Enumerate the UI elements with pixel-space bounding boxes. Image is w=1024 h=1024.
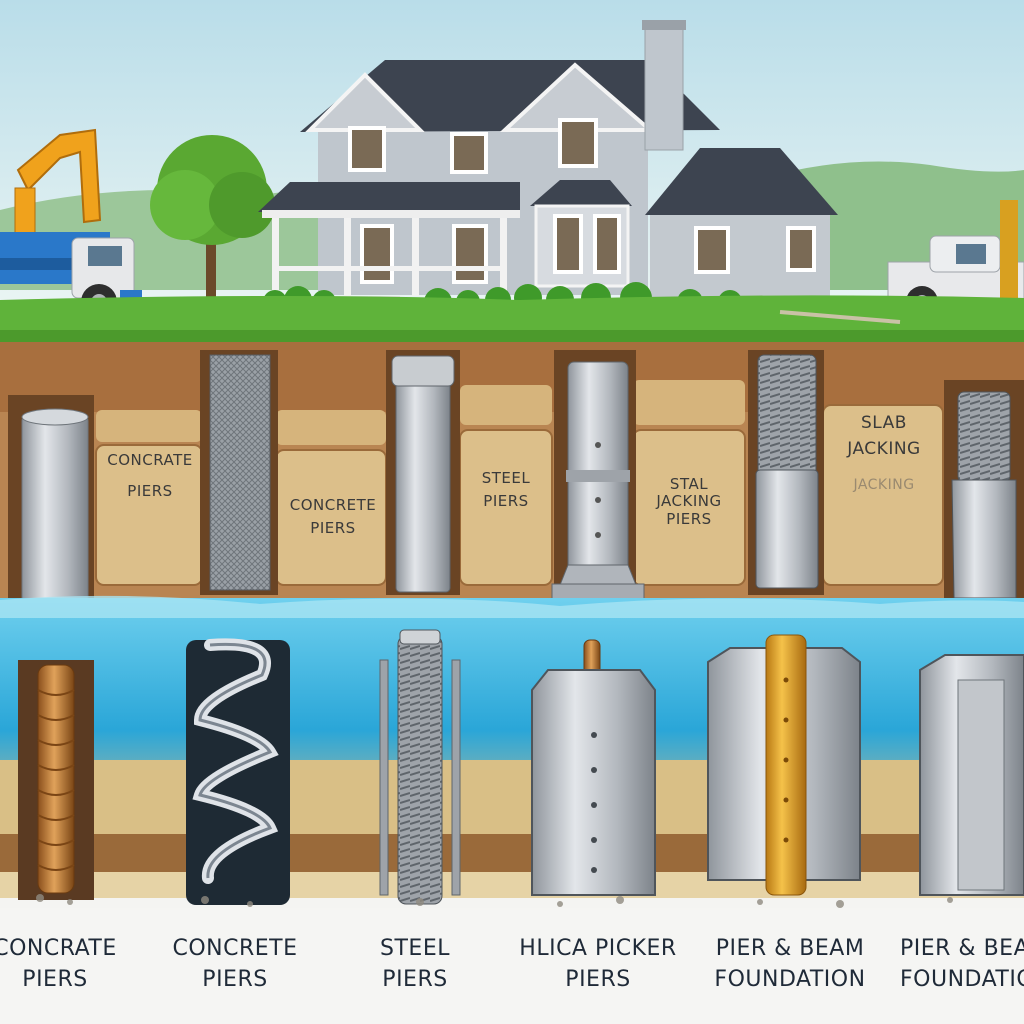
lower-pier-4	[531, 639, 656, 896]
soil-label-2: CONCRETE PIERS	[289, 496, 377, 538]
excavator-truck-icon	[0, 128, 142, 320]
soil-label-5: SLAB JACKING JACKING	[847, 413, 921, 494]
bottom-label-2: CONCRETE PIERS	[172, 936, 298, 993]
tree-icon	[150, 135, 275, 302]
upper-piers	[8, 350, 1024, 613]
lower-pier-3	[379, 629, 461, 905]
caption-strip	[0, 908, 1024, 1024]
lower-pier-2	[186, 638, 290, 905]
soil-label-1: CONCRATE PIERS	[107, 451, 193, 501]
upper-pier-5	[748, 350, 824, 595]
soil-label-4: STAL JACKING PIERS	[656, 475, 722, 528]
bottom-label-4: HLICA PICKER PIERS	[519, 936, 677, 993]
upper-pier-3	[386, 350, 460, 595]
bottom-label-6: PIER & BEAM FOUNDATION	[900, 936, 1024, 993]
bottom-label-3: STEEL PIERS	[380, 936, 450, 993]
house-icon	[258, 20, 838, 316]
upper-pier-2	[200, 350, 278, 595]
upper-pier-4	[551, 350, 645, 613]
bottom-label-1: CONCRATE PIERS	[0, 936, 117, 993]
gravel	[36, 894, 953, 908]
soil-label-3: STEEL PIERS	[481, 469, 531, 511]
upper-pier-6	[944, 380, 1024, 599]
lower-pier-6	[919, 654, 1024, 896]
upper-pier-1	[8, 395, 94, 607]
lower-pier-5	[707, 634, 861, 896]
lower-pier-1	[18, 660, 94, 900]
lower-piers	[18, 629, 1024, 905]
bottom-label-5: PIER & BEAM FOUNDATION	[714, 936, 866, 993]
